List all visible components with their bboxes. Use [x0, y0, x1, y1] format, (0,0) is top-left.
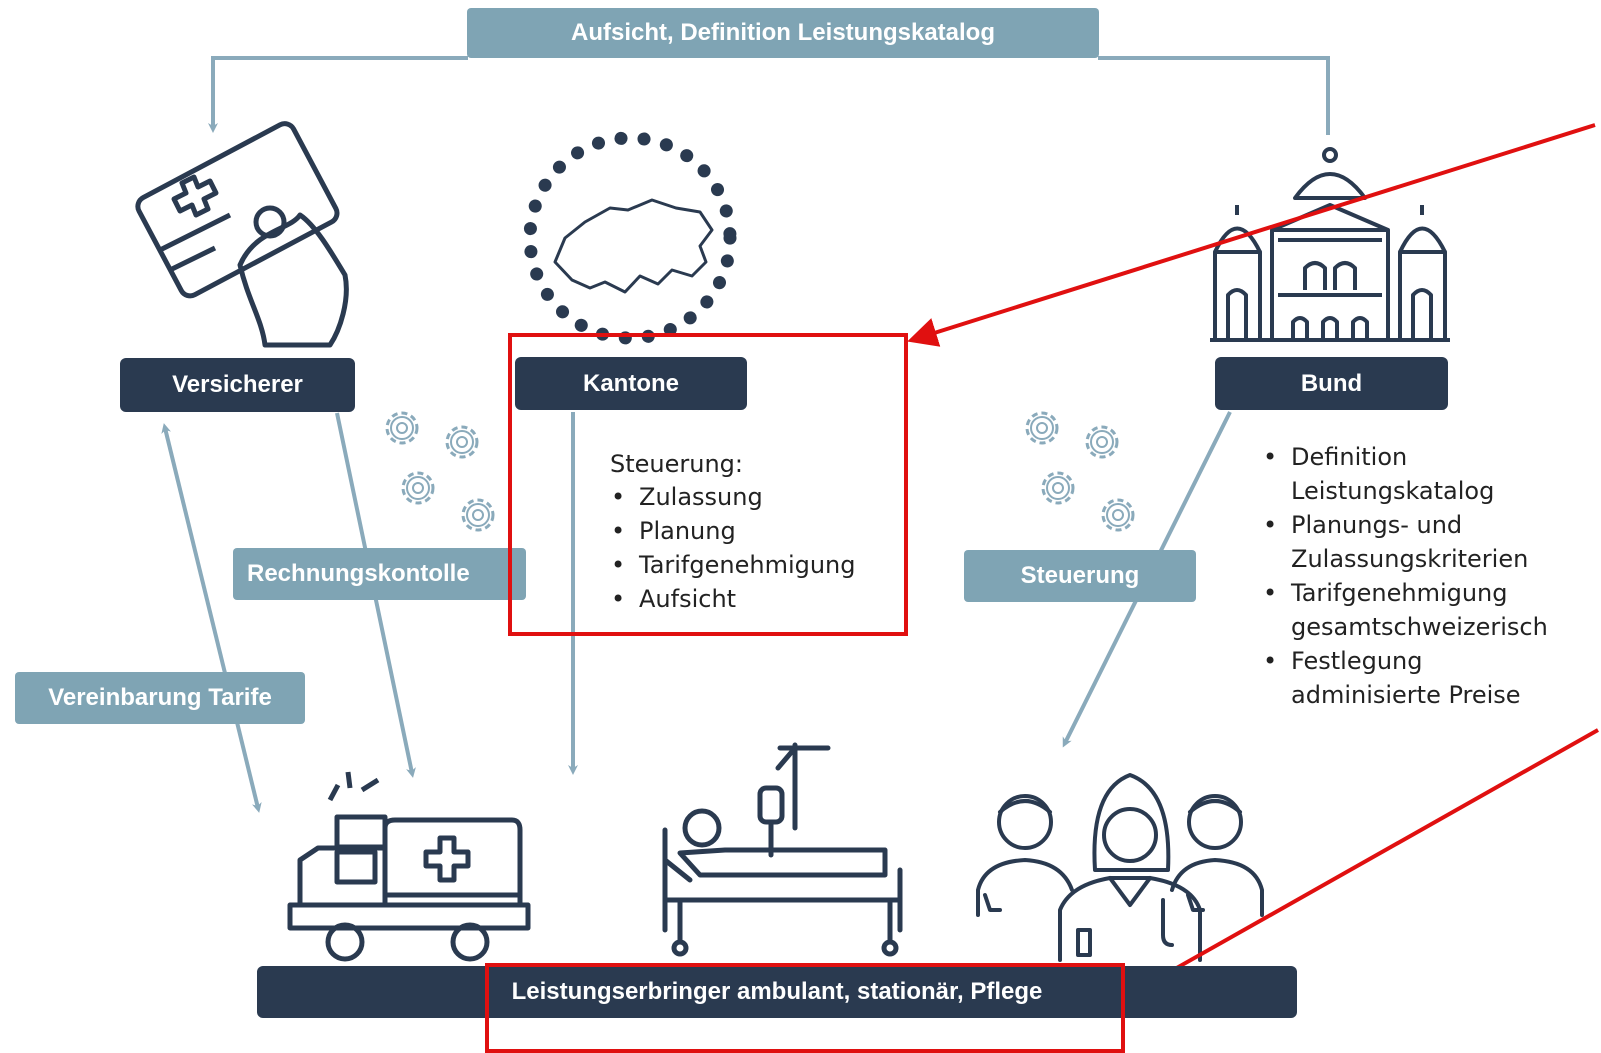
bottom-banner-highlight-box	[485, 963, 1125, 1053]
insurance-card-icon	[135, 121, 349, 348]
rechnungskontrolle-label: Rechnungskontolle	[233, 548, 526, 600]
gears-icon	[385, 411, 495, 532]
steuerung-label: Steuerung	[964, 550, 1196, 602]
highlight-arrows	[907, 123, 1599, 1003]
versicherer-box: Versicherer	[120, 358, 355, 412]
list-item: Aufsicht	[607, 582, 856, 616]
kantone-box: Kantone	[515, 357, 747, 410]
federal-palace-icon	[1210, 147, 1450, 342]
list-item: Planung	[607, 514, 856, 548]
hospital-bed-icon	[662, 742, 903, 957]
list-item: Zulassung	[607, 480, 856, 514]
list-item: Tarifgenehmigung	[607, 548, 856, 582]
vereinbarung-tarife-label: Vereinbarung Tarife	[15, 672, 305, 724]
doctors-icon	[976, 773, 1264, 962]
top-banner: Aufsicht, Definition Leistungskatalog	[467, 8, 1099, 58]
kantone-steuerung-list: Zulassung Planung Tarifgenehmigung Aufsi…	[607, 480, 856, 616]
ambulance-icon	[287, 771, 531, 962]
arrow-vereinbarung-tarife	[161, 423, 262, 813]
switzerland-map-icon	[523, 131, 737, 345]
bund-box: Bund	[1215, 357, 1448, 410]
kantone-steuerung-heading: Steuerung:	[610, 450, 743, 478]
kantone-highlight-box	[508, 333, 908, 636]
gears-icon	[1025, 411, 1135, 532]
top-connector	[208, 56, 1330, 135]
